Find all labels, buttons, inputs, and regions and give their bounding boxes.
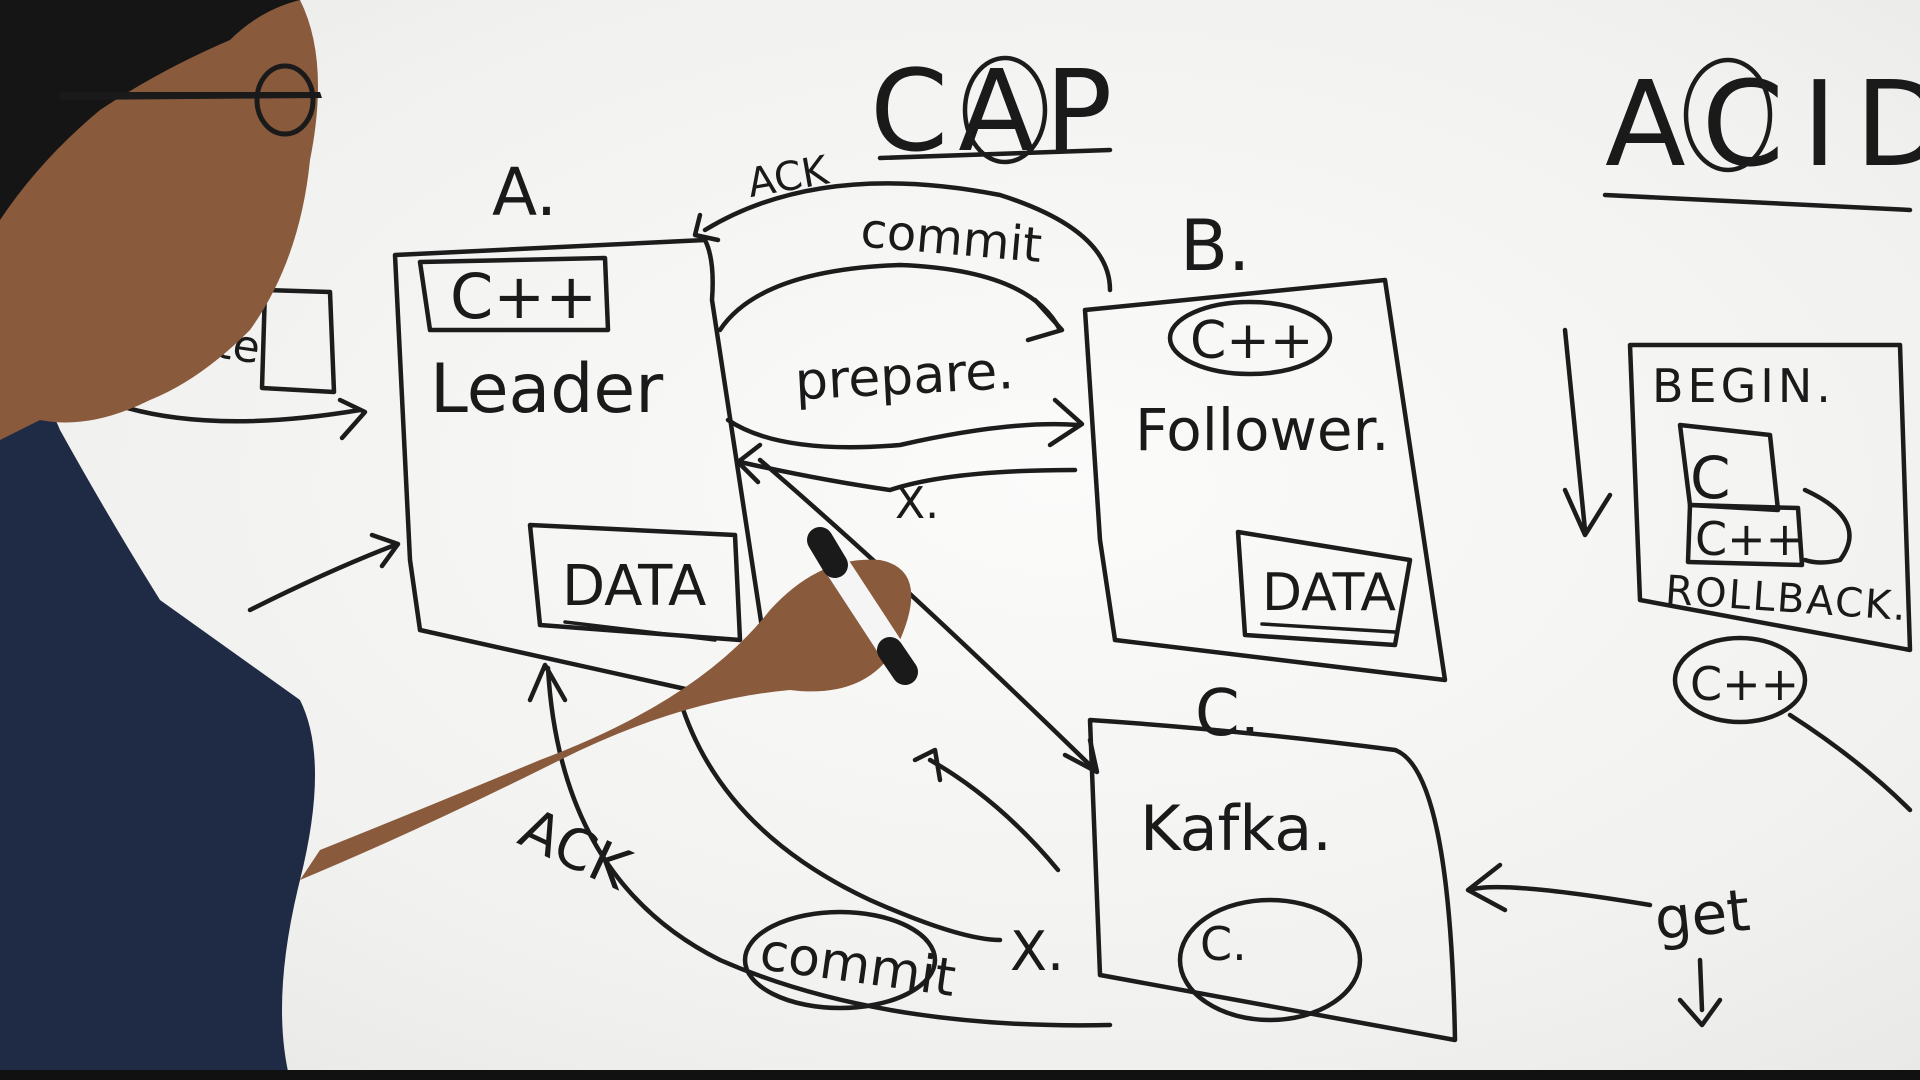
left-arrow-top-head	[337, 397, 368, 441]
presenter-hair	[0, 0, 300, 220]
node-b-data-box	[1235, 529, 1413, 648]
node-a-data-box	[527, 522, 743, 643]
node-c-box	[1087, 717, 1458, 1043]
tx-rollback: ROLLBACK.	[1664, 567, 1909, 630]
commit-top-label: commit	[858, 202, 1044, 274]
get-arrow	[1467, 884, 1653, 908]
node-b-role: Follower.	[1135, 396, 1390, 464]
tx-loop-arrow	[1802, 487, 1852, 565]
get-label: get	[1651, 876, 1753, 954]
node-a-role: Leader	[430, 350, 663, 429]
tx-cpp-circle-label: C++	[1690, 657, 1799, 711]
node-b-box	[1082, 277, 1448, 683]
x-bottom-label: X.	[1010, 920, 1064, 983]
node-a-cpp-box	[417, 255, 611, 333]
commit-top-head	[1025, 297, 1065, 343]
node-c-label: C.	[1195, 677, 1260, 751]
commit-top-arc	[717, 262, 1063, 333]
node-b-data-underline	[1260, 622, 1397, 634]
ack-top-arc	[702, 181, 1113, 293]
left-arrow-bottom	[247, 542, 398, 613]
x-mid-arrow	[737, 459, 1078, 493]
cap-underline	[877, 147, 1113, 161]
acid-c-circle	[1683, 57, 1773, 173]
commit-bottom-arc	[677, 697, 1003, 943]
node-a-cpp: C++	[450, 260, 597, 333]
a-to-c-head	[1062, 737, 1100, 775]
prepare-label: prepare.	[793, 341, 1015, 412]
c-to-a-arrow	[927, 757, 1061, 873]
tx-down-arrow	[1562, 327, 1588, 533]
node-a-data-underline	[563, 620, 717, 642]
node-a-data: DATA	[562, 554, 706, 619]
node-c-circle	[1177, 897, 1363, 1023]
tx-begin: BEGIN.	[1652, 359, 1835, 413]
x-mid-head	[735, 442, 763, 485]
get-down-head	[1677, 997, 1723, 1028]
ack-bottom-label: ACK	[510, 796, 641, 903]
presenter-arm	[300, 559, 912, 880]
ack-bottom-head	[527, 662, 568, 703]
node-b-cpp-circle	[1167, 299, 1333, 377]
tx-cpp-circle	[1672, 635, 1808, 725]
node-a-label: A.	[492, 154, 557, 231]
node-c-circle-label: C.	[1200, 917, 1247, 971]
a-to-c-arrow	[757, 457, 1098, 773]
tx-box	[1627, 342, 1913, 653]
ack-bottom-arc	[545, 665, 1113, 1028]
tx-to-right-line	[1787, 712, 1913, 813]
left-partial-box	[259, 287, 337, 395]
get-down-line	[1697, 957, 1705, 1013]
commit-bottom-label: commit	[756, 922, 959, 1009]
presenter-shirt	[0, 380, 315, 1080]
glasses-lens	[254, 63, 316, 137]
tx-cpp-box	[1685, 502, 1805, 568]
cap-a-circle	[962, 55, 1048, 165]
ack-top-label: ACK	[744, 147, 833, 207]
tx-c-box	[1677, 422, 1781, 513]
node-b-data: DATA	[1262, 563, 1396, 623]
tx-c: C	[1690, 444, 1731, 512]
acid-heading: ACID	[1605, 55, 1920, 193]
commit-bottom-circle	[742, 909, 938, 1011]
node-c-role: Kafka.	[1140, 792, 1332, 865]
marker-cap	[877, 637, 918, 685]
node-b-cpp: C++	[1190, 311, 1313, 371]
prepare-head	[1047, 397, 1085, 448]
ack-top-head	[692, 212, 721, 243]
get-arrow-head	[1465, 862, 1508, 913]
tx-cpp: C++	[1695, 512, 1804, 566]
left-arrow-bottom-head	[369, 532, 401, 569]
bottom-edge	[0, 1070, 1920, 1080]
c-to-a-head	[912, 747, 943, 783]
tx-down-head	[1562, 487, 1613, 538]
acid-underline	[1602, 192, 1913, 213]
marker-tip	[807, 527, 848, 578]
node-b-label: B.	[1180, 205, 1250, 287]
prepare-arc	[725, 417, 1081, 450]
